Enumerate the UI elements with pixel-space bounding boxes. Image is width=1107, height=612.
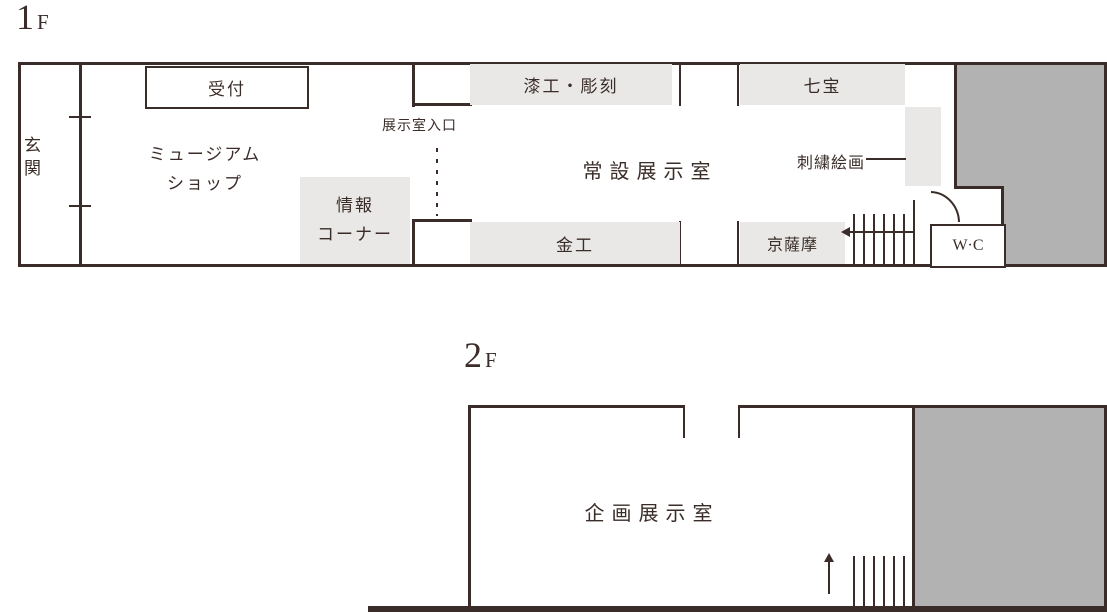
f1-right-wall — [1104, 62, 1107, 267]
f1-entrance-door-tick-lower — [69, 205, 91, 207]
kyo-satsuma-box: 京薩摩 — [740, 222, 845, 264]
permanent-exhibition-label: 常設展示室 — [582, 161, 718, 183]
f1-stairs-arrow-line — [849, 231, 913, 233]
special-exhibition-label: 企画展示室 — [584, 503, 720, 525]
toilet-box: W·C — [930, 224, 1006, 268]
arrow-up-icon — [824, 553, 834, 562]
f1-top-wall — [18, 62, 1107, 65]
information-corner-line1: 情報 — [336, 195, 374, 215]
floor2-number: 2 — [464, 335, 482, 375]
f1-top-niche-left-stub — [679, 62, 681, 106]
f2-top-wall-left — [468, 405, 685, 408]
museum-shop-line2: ショップ — [167, 173, 243, 193]
f1-bottom-niche-left-stub — [679, 221, 681, 265]
f1-gray-area-upper — [956, 64, 1104, 188]
embroidery-display-case — [905, 107, 941, 186]
f2-top-wall-right — [738, 405, 1107, 408]
information-corner-line2: コーナー — [317, 224, 393, 244]
embroidery-leader-line — [866, 158, 906, 160]
arrow-left-icon — [841, 227, 850, 237]
door-swing-icon — [930, 191, 960, 223]
f2-right-wall — [1104, 405, 1107, 610]
f1-stair-enclosure-wall — [913, 200, 915, 264]
museum-shop-label: ミュージアム ショップ — [95, 141, 315, 199]
exhibition-entrance-dotted-line — [436, 148, 438, 216]
f1-gray-border-step-h — [954, 186, 1004, 189]
f2-doorway-left-stub — [683, 405, 685, 438]
metalwork-label: 金工 — [556, 235, 594, 255]
f1-shop-notch-top — [412, 103, 472, 106]
cloisonne-label: 七宝 — [803, 77, 842, 96]
f1-bottom-niche-right-stub — [737, 221, 739, 265]
lacquer-sculpture-box: 漆工・彫刻 — [470, 64, 672, 105]
f1-top-niche-right-stub — [737, 62, 739, 106]
f2-left-wall — [468, 405, 471, 610]
f1-shop-wall-upper — [412, 62, 415, 107]
f2-stairs-arrow-line — [828, 562, 830, 594]
f1-bottom-wall — [18, 264, 1107, 267]
f2-gray-area — [915, 407, 1104, 606]
embroidery-painting-label: 刺繍絵画 — [797, 155, 866, 172]
f2-stairs-icon — [853, 556, 913, 606]
floor2-suffix: F — [485, 348, 497, 372]
f1-entrance-wall — [79, 62, 82, 267]
f1-shop-notch-bottom — [412, 219, 472, 222]
information-corner-label: 情報 コーナー — [317, 192, 393, 250]
reception-label: 受付 — [208, 80, 246, 99]
toilet-label: W·C — [952, 237, 984, 254]
metalwork-box: 金工 — [470, 222, 680, 264]
reception-box: 受付 — [145, 66, 309, 109]
floor1-suffix: F — [37, 10, 49, 34]
kyo-satsuma-label: 京薩摩 — [766, 237, 818, 254]
f1-entrance-door-tick-upper — [69, 116, 91, 118]
f2-bottom-wall — [368, 606, 1107, 612]
museum-shop-line1: ミュージアム — [148, 145, 262, 164]
f1-stairs-icon — [853, 214, 913, 264]
f2-doorway-right-stub — [738, 405, 740, 438]
cloisonne-box: 七宝 — [740, 64, 905, 105]
floor1-number: 1 — [16, 0, 34, 37]
exhibition-entrance-label: 展示室入口 — [382, 119, 457, 134]
f1-gray-border-left — [954, 62, 957, 188]
entrance-label: 玄関 — [21, 136, 40, 182]
information-corner-box: 情報 コーナー — [300, 177, 410, 264]
f1-gray-area-lower — [1004, 188, 1104, 265]
f1-shop-wall-lower — [412, 219, 415, 267]
f2-gray-border-left — [912, 405, 915, 608]
f1-left-wall — [18, 62, 21, 267]
lacquer-sculpture-label: 漆工・彫刻 — [523, 77, 619, 96]
